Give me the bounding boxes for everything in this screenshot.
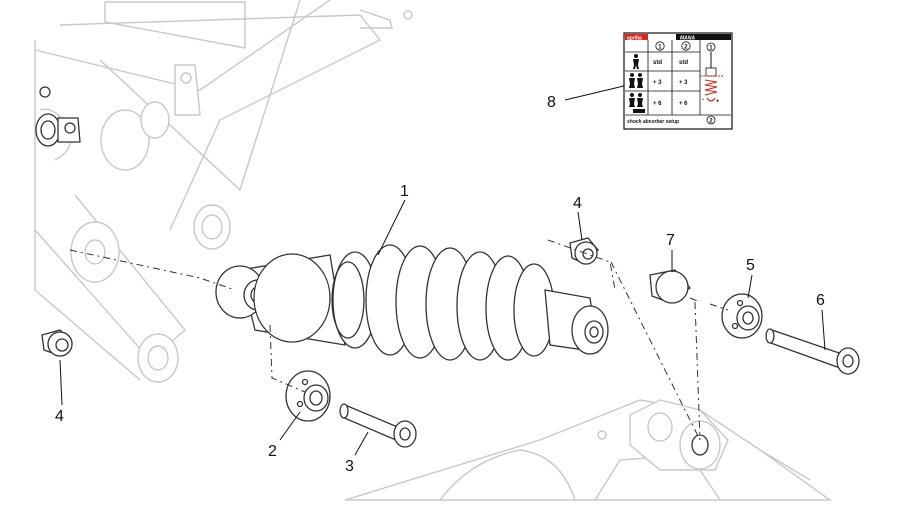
row2-col1-value: + 3 bbox=[653, 80, 662, 86]
column-1-number: 1 bbox=[658, 45, 662, 51]
callout-numbers: 1 2 3 4 4 5 6 7 8 bbox=[55, 94, 825, 475]
minus-sign: - bbox=[702, 97, 704, 103]
part-4-bushing-left bbox=[41, 329, 73, 357]
part-7-spacer bbox=[649, 269, 691, 304]
column-2-number: 2 bbox=[684, 45, 688, 51]
callout-4-left: 4 bbox=[55, 408, 64, 425]
callout-6: 6 bbox=[816, 292, 825, 309]
part-6-bolt bbox=[765, 328, 860, 375]
column-2-icon bbox=[681, 41, 691, 51]
spring-adjuster-icon: 1 - + 2 bbox=[700, 42, 724, 125]
shock-absorber bbox=[215, 244, 609, 361]
callout-8: 8 bbox=[547, 94, 556, 111]
column-1-icon bbox=[655, 41, 665, 51]
row3-col1-value: + 6 bbox=[653, 101, 662, 107]
callout-4-right: 4 bbox=[573, 195, 582, 212]
leader-lines bbox=[59, 84, 826, 456]
row1-col1-value: std bbox=[653, 60, 662, 66]
rider-passenger-icon bbox=[629, 73, 643, 88]
row3-col2-value: + 6 bbox=[679, 101, 688, 107]
row2-col2-value: + 3 bbox=[679, 80, 688, 86]
label-footer: shock absorber setup bbox=[627, 119, 679, 125]
part-2-washer bbox=[285, 370, 331, 422]
part-4-bushing-right bbox=[569, 237, 599, 265]
brand-text: aprilia bbox=[627, 36, 642, 42]
brand-badge bbox=[625, 34, 648, 40]
rider-passenger-luggage-icon bbox=[629, 93, 645, 113]
callout-7: 7 bbox=[666, 232, 675, 249]
shock-setup-label: aprilia MANA 1 2 bbox=[623, 32, 733, 130]
callout-3: 3 bbox=[345, 458, 354, 475]
swingarm-ghost bbox=[344, 399, 833, 501]
callout-5: 5 bbox=[746, 257, 755, 274]
frame-ghost bbox=[34, 0, 413, 383]
scale-bottom-number: 2 bbox=[709, 119, 713, 125]
assembly-center-lines bbox=[69, 239, 729, 441]
part-5-washer bbox=[721, 293, 763, 339]
scale-top-number: 1 bbox=[709, 46, 713, 52]
model-text: MANA bbox=[680, 36, 695, 42]
row1-col2-value: std bbox=[679, 60, 688, 66]
callout-2: 2 bbox=[268, 443, 277, 460]
part-3-bolt bbox=[339, 403, 417, 448]
plus-sign: + bbox=[716, 99, 720, 105]
rider-solo-icon bbox=[633, 54, 639, 69]
callout-1: 1 bbox=[400, 183, 409, 200]
frame-fastener bbox=[35, 86, 81, 147]
